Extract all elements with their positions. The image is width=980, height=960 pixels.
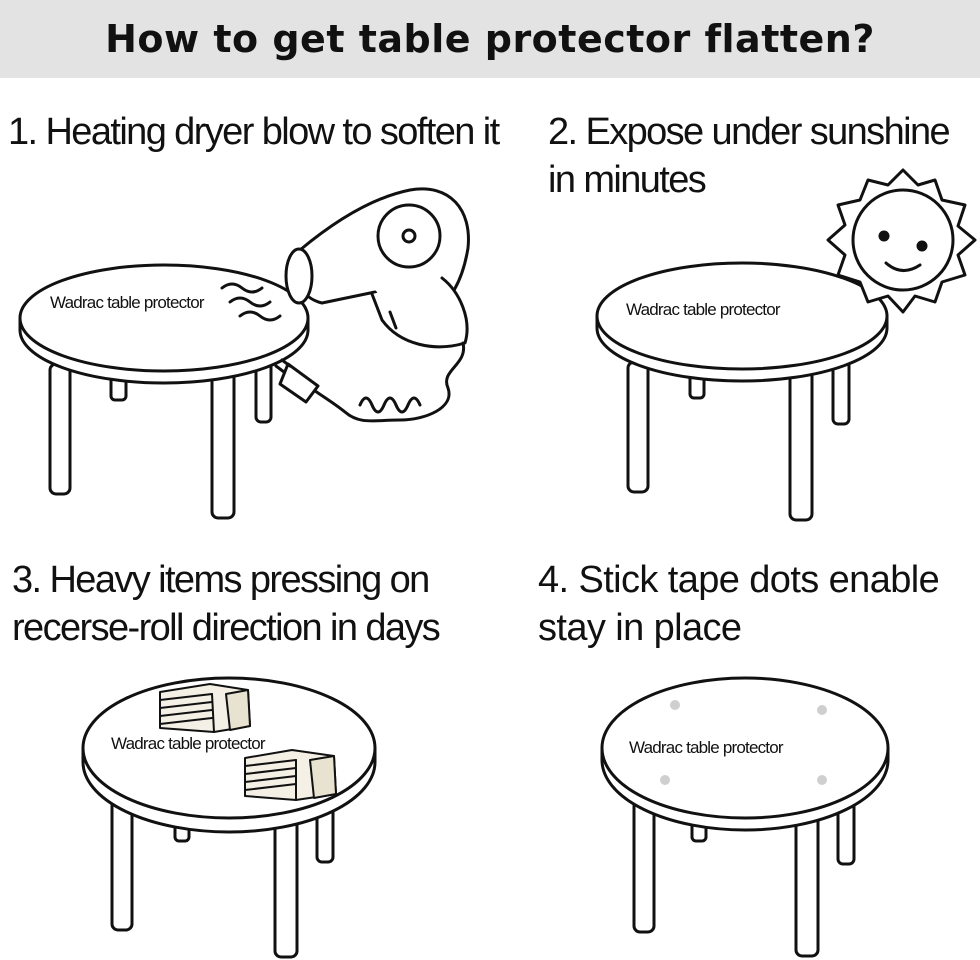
step-1-caption: 1. Heating dryer blow to soften it — [8, 111, 500, 153]
hair-dryer-icon — [220, 187, 470, 423]
product-label-4: Wadrac table protector — [629, 738, 784, 757]
book-stack-icon — [159, 683, 251, 733]
tape-dot-icon — [660, 700, 827, 785]
step-3-caption: 3. Heavy items pressing on recerse-roll … — [12, 556, 441, 652]
step-4-line-1: 4. Stick tape dots enable — [538, 559, 940, 601]
step-2-line-2: in minutes — [548, 159, 707, 201]
step-4-caption: 4. Stick tape dots enable stay in place — [538, 556, 940, 652]
product-label-2: Wadrac table protector — [626, 300, 781, 319]
table-4: Wadrac table protector — [600, 676, 890, 958]
product-label-3: Wadrac table protector — [111, 734, 266, 753]
step-4-line-2: stay in place — [538, 607, 742, 649]
step-3-line-1: 3. Heavy items pressing on — [12, 559, 430, 601]
table-1: Wadrac table protector — [18, 263, 310, 520]
product-label-1: Wadrac table protector — [50, 293, 205, 312]
step-2-caption: 2. Expose under sunshine in minutes — [548, 108, 951, 204]
page-title: How to get table protector flatten? — [105, 17, 875, 61]
sun-icon — [826, 168, 977, 314]
step-3-line-2: recerse-roll direction in days — [12, 607, 441, 649]
table-2: Wadrac table protector — [595, 261, 889, 522]
step-2-line-1: 2. Expose under sunshine — [548, 111, 951, 153]
title-banner: How to get table protector flatten? — [0, 0, 980, 78]
book-stack-icon — [244, 749, 337, 801]
